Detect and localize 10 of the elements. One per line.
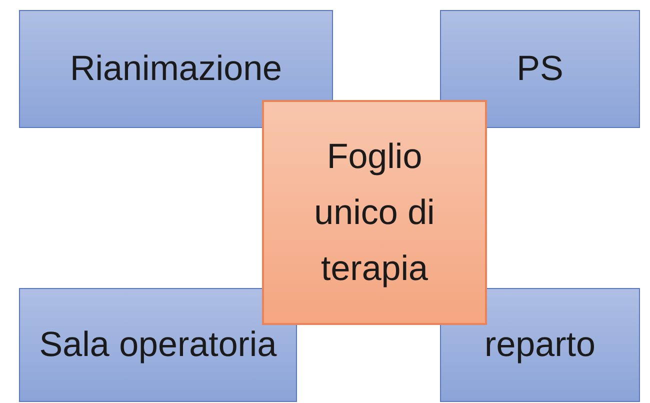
box-label: PS bbox=[516, 48, 564, 90]
unit-box bbox=[19, 10, 333, 128]
box-label: Sala operatoria bbox=[39, 324, 277, 366]
unit-box bbox=[440, 288, 640, 402]
box-label: Foglio unico di terapia bbox=[313, 136, 436, 290]
box-label: Rianimazione bbox=[70, 48, 282, 90]
unit-box bbox=[440, 10, 640, 128]
unit-box bbox=[19, 288, 297, 402]
box-label: reparto bbox=[484, 324, 596, 366]
center-box bbox=[262, 100, 487, 325]
